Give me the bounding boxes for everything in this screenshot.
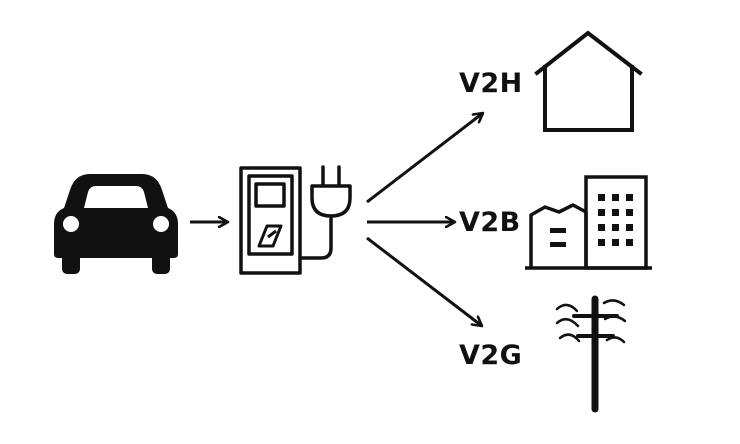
label-v2b: V2B [459, 207, 521, 238]
utility-pole-icon [555, 295, 627, 413]
arrow-to-v2h [366, 113, 483, 204]
label-v2h: V2H [459, 68, 523, 99]
house-icon [534, 30, 643, 132]
label-v2g: V2G [459, 340, 523, 371]
buildings-icon [525, 175, 652, 270]
arrow-to-v2g [366, 236, 482, 326]
charging-station-icon [239, 166, 302, 275]
car-icon [54, 174, 178, 274]
plug-icon [298, 165, 352, 260]
